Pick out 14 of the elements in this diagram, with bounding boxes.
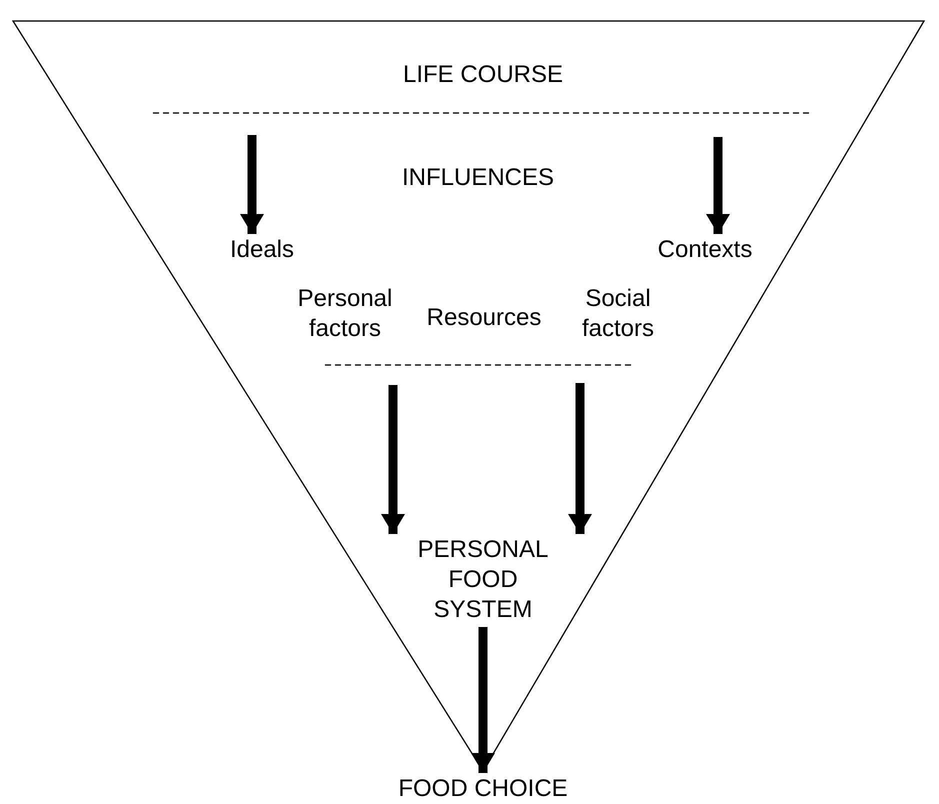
node-text: Ideals <box>212 235 312 265</box>
arrow <box>568 383 592 534</box>
arrow <box>706 137 730 234</box>
node-text: PERSONAL FOOD SYSTEM <box>408 535 558 625</box>
arrow <box>381 385 405 534</box>
node-text: FOOD CHOICE <box>383 774 583 804</box>
arrow <box>240 135 264 234</box>
node-text: Resources <box>419 303 549 333</box>
heading-text: LIFE COURSE <box>402 60 564 90</box>
node-text: Social factors <box>568 284 668 344</box>
node-text: Contexts <box>645 235 765 265</box>
node-text: Personal factors <box>282 284 408 344</box>
arrow <box>471 627 495 773</box>
heading-text: INFLUENCES <box>378 163 578 193</box>
